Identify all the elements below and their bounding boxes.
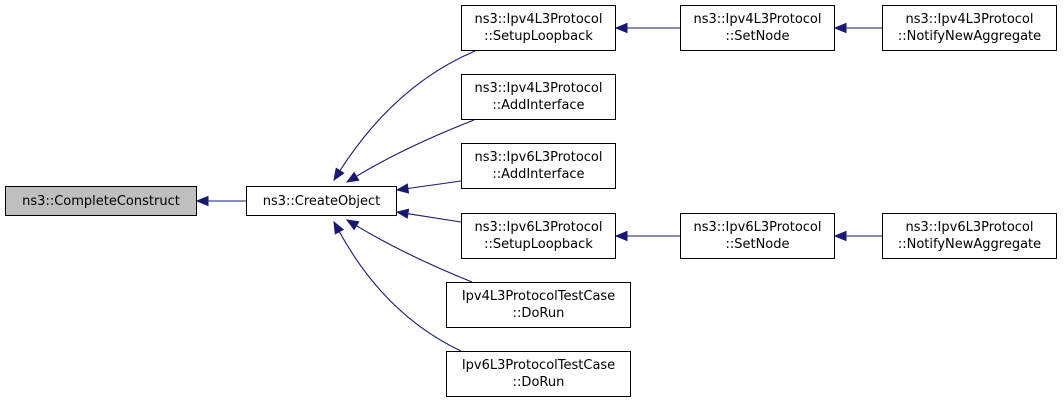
node-label-line: ns3::Ipv6L3Protocol bbox=[693, 220, 822, 235]
node-ipv6-add-interface[interactable]: ns3::Ipv6L3Protocol::AddInterface bbox=[461, 143, 616, 189]
node-label-line: ::DoRun bbox=[512, 306, 565, 321]
node-label-line: ns3::CompleteConstruct bbox=[22, 193, 180, 209]
node-label-line: ::AddInterface bbox=[492, 98, 585, 113]
node-ipv4-setup-loopback[interactable]: ns3::Ipv4L3Protocol::SetupLoopback bbox=[461, 5, 616, 51]
edge-ipv6-add-interface-to-create-object bbox=[395, 180, 462, 194]
edge-arrowhead bbox=[395, 183, 410, 194]
edge-create-object-to-complete-construct bbox=[195, 195, 246, 207]
edge-ipv6-setup-loopback-to-create-object bbox=[395, 208, 462, 223]
edge-arrowhead bbox=[345, 219, 360, 231]
node-label-line: ::SetNode bbox=[725, 29, 790, 44]
edge-line bbox=[356, 225, 473, 283]
node-ipv6-set-node[interactable]: ns3::Ipv6L3Protocol::SetNode bbox=[680, 213, 835, 259]
edge-line bbox=[356, 119, 475, 177]
edge-ipv6-set-node-to-ipv6-setup-loopback bbox=[614, 230, 680, 242]
edge-line bbox=[407, 213, 462, 223]
edge-line bbox=[339, 50, 476, 171]
edge-arrowhead bbox=[833, 22, 847, 34]
node-label-line: ::SetupLoopback bbox=[484, 237, 593, 252]
node-label-line: ns3::Ipv6L3Protocol bbox=[905, 220, 1034, 235]
node-label-line: Ipv6L3ProtocolTestCase bbox=[461, 358, 616, 373]
edge-arrowhead bbox=[395, 208, 410, 219]
edge-ipv4-set-node-to-ipv4-setup-loopback bbox=[614, 22, 680, 34]
edge-arrowhead bbox=[195, 195, 209, 207]
node-ipv4-set-node[interactable]: ns3::Ipv4L3Protocol::SetNode bbox=[680, 5, 835, 51]
edge-arrowhead bbox=[833, 230, 847, 242]
node-label-line: ns3::CreateObject bbox=[262, 193, 381, 209]
node-ipv6-notify-new-aggregate[interactable]: ns3::Ipv6L3Protocol::NotifyNewAggregate bbox=[882, 213, 1057, 259]
node-ipv4-testcase-dorun[interactable]: Ipv4L3ProtocolTestCase::DoRun bbox=[446, 282, 631, 328]
node-label-line: ::NotifyNewAggregate bbox=[897, 237, 1042, 252]
node-label-line: ns3::Ipv4L3Protocol bbox=[474, 81, 603, 96]
node-label-line: ns3::Ipv4L3Protocol bbox=[693, 12, 822, 27]
edge-arrowhead bbox=[333, 220, 345, 235]
node-ipv4-notify-new-aggregate[interactable]: ns3::Ipv4L3Protocol::NotifyNewAggregate bbox=[882, 5, 1057, 51]
node-ipv6-testcase-dorun[interactable]: Ipv6L3ProtocolTestCase::DoRun bbox=[446, 351, 631, 397]
node-label-line: ns3::Ipv6L3Protocol bbox=[474, 220, 603, 235]
edge-arrowhead bbox=[614, 230, 628, 242]
node-label-line: ::AddInterface bbox=[492, 167, 585, 182]
node-label-line: ns3::Ipv6L3Protocol bbox=[474, 150, 603, 165]
node-label-line: ns3::Ipv4L3Protocol bbox=[474, 12, 603, 27]
edge-ipv6-testcase-dorun-to-create-object bbox=[333, 220, 462, 352]
node-create-object[interactable]: ns3::CreateObject bbox=[246, 186, 397, 216]
edge-ipv4-notify-new-aggregate-to-ipv4-set-node bbox=[833, 22, 882, 34]
node-label-line: ns3::Ipv4L3Protocol bbox=[905, 12, 1034, 27]
node-ipv6-setup-loopback[interactable]: ns3::Ipv6L3Protocol::SetupLoopback bbox=[461, 213, 616, 259]
edge-arrowhead bbox=[345, 171, 360, 183]
edge-ipv4-setup-loopback-to-create-object bbox=[333, 50, 476, 182]
node-label-line: ::DoRun bbox=[512, 375, 565, 390]
edge-line bbox=[338, 231, 462, 352]
edge-arrowhead bbox=[333, 167, 345, 182]
edge-arrowhead bbox=[614, 22, 628, 34]
node-ipv4-add-interface[interactable]: ns3::Ipv4L3Protocol::AddInterface bbox=[461, 74, 616, 120]
node-label-line: ::SetupLoopback bbox=[484, 29, 593, 44]
edge-line bbox=[407, 180, 462, 190]
node-label-line: ::NotifyNewAggregate bbox=[897, 29, 1042, 44]
edge-ipv6-notify-new-aggregate-to-ipv6-set-node bbox=[833, 230, 882, 242]
node-complete-construct: ns3::CompleteConstruct bbox=[5, 186, 197, 216]
node-label-line: Ipv4L3ProtocolTestCase bbox=[461, 289, 616, 304]
edge-ipv4-add-interface-to-create-object bbox=[345, 119, 475, 183]
edge-ipv4-testcase-dorun-to-create-object bbox=[345, 219, 473, 283]
node-label-line: ::SetNode bbox=[725, 237, 790, 252]
